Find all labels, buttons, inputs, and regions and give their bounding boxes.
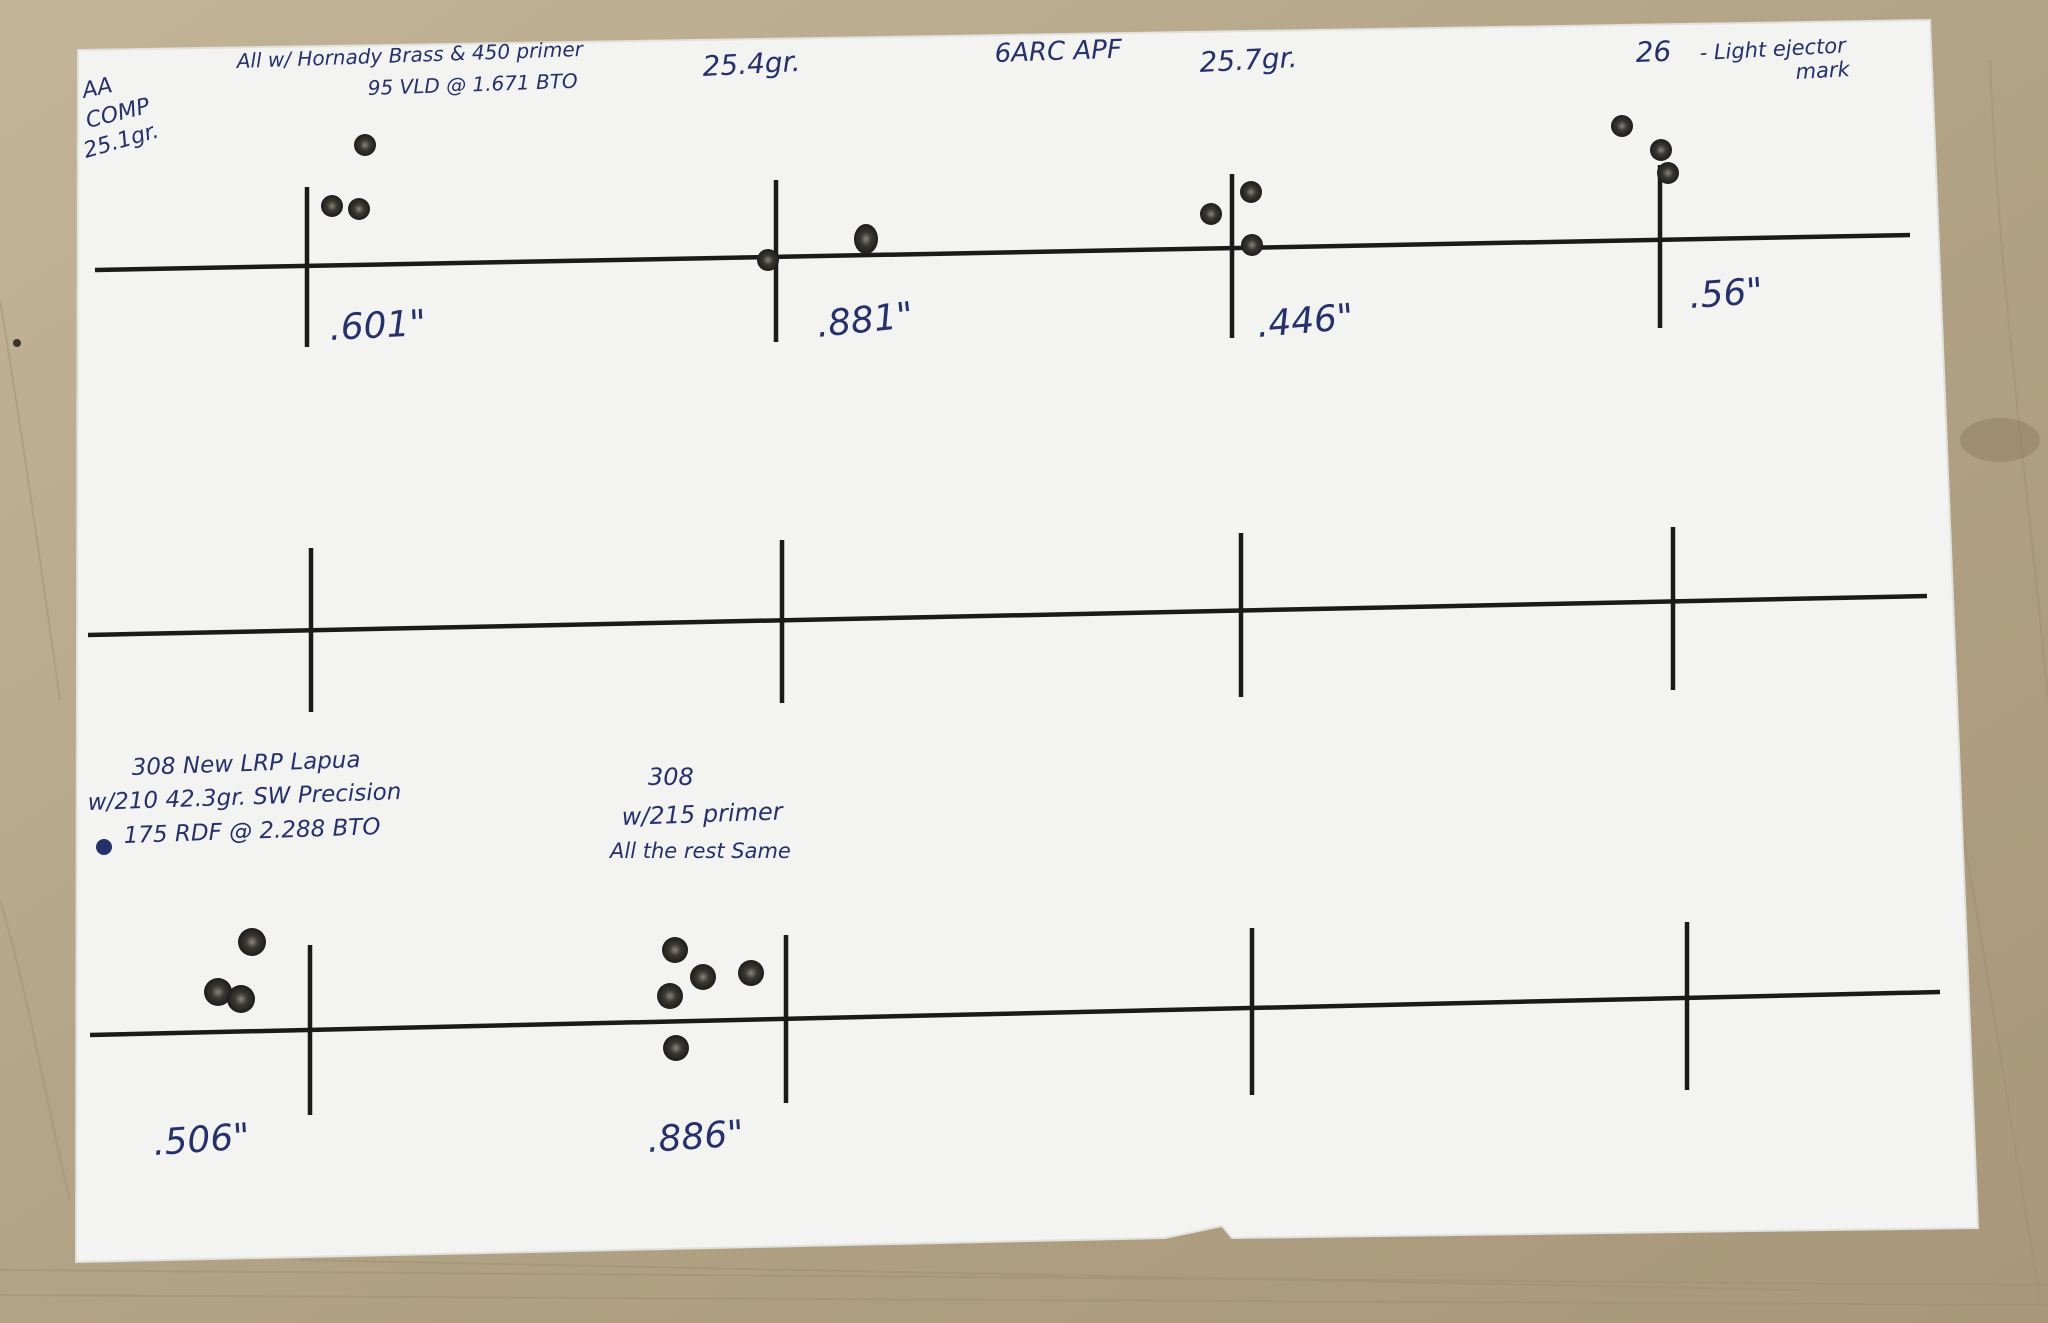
group-size-4: .56": [1688, 271, 1764, 317]
group-size-3: .446": [1255, 297, 1355, 346]
row1-bullet-holes: [321, 115, 1679, 271]
bullet-hole: [854, 224, 878, 254]
bullet-hole: [227, 985, 255, 1013]
group-size-5: .506": [152, 1116, 251, 1164]
wood-knot: [1960, 418, 2040, 462]
bullet-hole: [1241, 234, 1263, 256]
group-size-2: .881": [815, 295, 915, 346]
bullet-hole: [204, 978, 232, 1006]
row2-horizontal-line: [87, 593, 1928, 638]
ejector-note-mark: mark: [1795, 57, 1851, 84]
bullet-hole: [354, 134, 376, 156]
row3-bullet-holes: [204, 928, 764, 1061]
bullet-hole: [690, 964, 716, 990]
bullet-hole: [1650, 139, 1672, 161]
nail-head: [13, 339, 21, 347]
group-size-6: .886": [646, 1113, 745, 1161]
bullet-hole: [1240, 181, 1262, 203]
row2-lines: [87, 527, 1928, 712]
bullet-hole: [738, 960, 764, 986]
cartridge-label: 6ARC APF: [994, 35, 1123, 69]
row1-horizontal-line: [94, 232, 1911, 273]
bullet-hole: [1611, 115, 1633, 137]
charge-3: 25.7gr.: [1199, 41, 1299, 79]
bullet-hole: [662, 937, 688, 963]
paper-sheet: [74, 18, 1980, 1264]
bullet-hole: [1657, 162, 1679, 184]
wood-grain: [0, 59, 2048, 1306]
group-size-1: .601": [328, 303, 427, 349]
bullet-hole: [657, 983, 683, 1009]
row3-lines: [89, 922, 1941, 1115]
row3-horizontal-line: [89, 989, 1941, 1038]
notes-215-line3: All the rest Same: [608, 839, 791, 863]
row1-lines: [94, 165, 1911, 347]
bullet-hole: [1200, 203, 1222, 225]
bullet-hole: [321, 195, 343, 217]
bullet-dot-icon: [96, 839, 112, 855]
notes-215-line1: 308: [648, 763, 694, 791]
bullet-hole: [238, 928, 266, 956]
notes-215-line2: w/215 primer: [621, 797, 785, 831]
bullet-hole: [663, 1035, 689, 1061]
charge-4: 26: [1635, 35, 1672, 69]
bullet-hole: [348, 198, 370, 220]
bullet-hole: [757, 249, 779, 271]
charge-2: 25.4gr.: [702, 45, 802, 83]
